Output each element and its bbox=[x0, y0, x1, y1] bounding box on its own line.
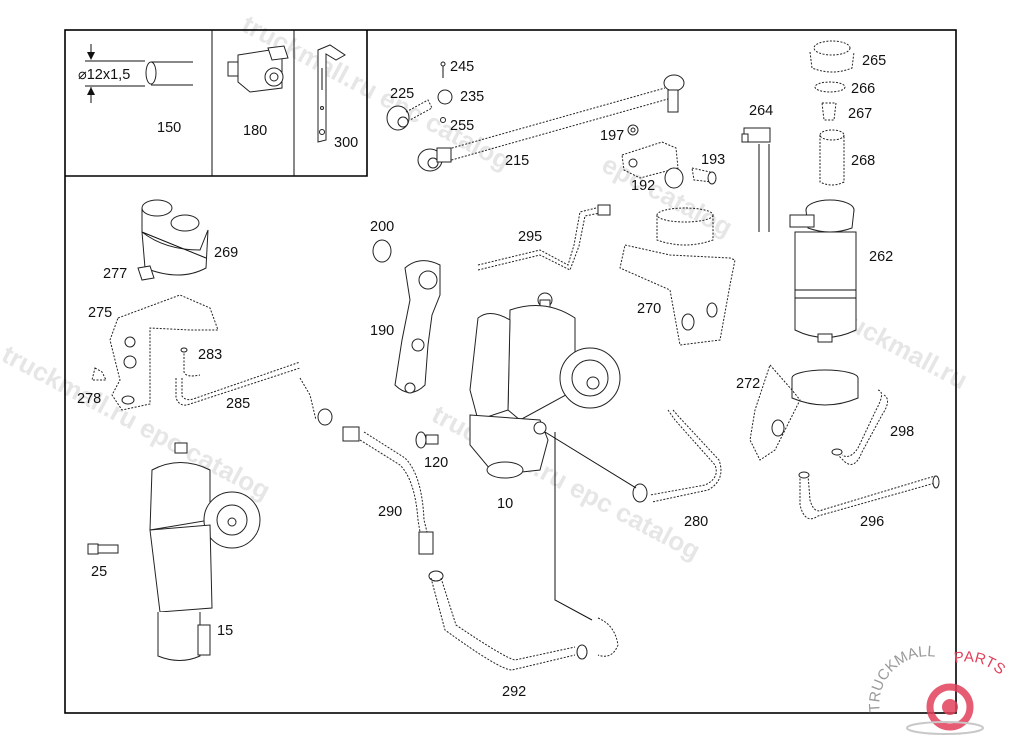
part-275-bracket[interactable]: 275 bbox=[88, 294, 219, 411]
part-255-washer[interactable]: 255 bbox=[440, 117, 475, 135]
part-label-267[interactable]: 267 bbox=[848, 106, 872, 122]
part-label-290[interactable]: 290 bbox=[378, 504, 402, 520]
part-label-295[interactable]: 295 bbox=[518, 229, 542, 245]
part-25-fitting[interactable]: 25 bbox=[87, 543, 119, 580]
part-label-255[interactable]: 255 bbox=[450, 118, 474, 134]
part-15-steering-gear[interactable]: 15 bbox=[149, 442, 261, 661]
part-225-ball-joint[interactable]: 225 bbox=[386, 86, 433, 131]
part-278-clamp[interactable]: 278 bbox=[77, 367, 107, 407]
part-235-nut[interactable]: 235 bbox=[437, 89, 484, 105]
part-296-hose[interactable]: 296 bbox=[798, 471, 940, 530]
part-label-197[interactable]: 197 bbox=[600, 128, 624, 144]
part-200-nut[interactable]: 200 bbox=[370, 219, 394, 263]
part-280-pipe[interactable]: 280 bbox=[544, 409, 722, 530]
part-label-264[interactable]: 264 bbox=[749, 103, 773, 119]
part-215-tie-rod[interactable]: 215 bbox=[417, 74, 685, 172]
diagram-frame bbox=[64, 29, 957, 714]
part-label-280[interactable]: 280 bbox=[684, 514, 708, 530]
part-label-268[interactable]: 268 bbox=[851, 153, 875, 169]
part-label-25[interactable]: 25 bbox=[91, 564, 107, 580]
part-label-285[interactable]: 285 bbox=[226, 396, 250, 412]
part-label-283[interactable]: 283 bbox=[198, 347, 222, 363]
part-label-225[interactable]: 225 bbox=[390, 86, 414, 102]
part-192-arm[interactable]: 192 bbox=[621, 141, 684, 194]
truckmall-parts-logo: TRUCKMALL PARTS bbox=[866, 643, 1008, 735]
part-label-193[interactable]: 193 bbox=[701, 152, 725, 168]
part-245-pin[interactable]: 245 bbox=[440, 59, 474, 78]
watermark: truckmall.ru epc catalog bbox=[0, 339, 275, 506]
part-262-reservoir[interactable]: 262 bbox=[789, 199, 893, 343]
logo-text-parts: PARTS bbox=[953, 648, 1008, 678]
part-label-190[interactable]: 190 bbox=[370, 323, 394, 339]
part-193-bolt[interactable]: 193 bbox=[691, 152, 725, 185]
watermark: truckmall.ru epc catalog bbox=[427, 399, 705, 566]
part-120-bolt[interactable]: 120 bbox=[415, 431, 448, 471]
part-197-nut[interactable]: 197 bbox=[600, 124, 639, 144]
part-label-262[interactable]: 262 bbox=[869, 249, 893, 265]
gear-icon bbox=[906, 683, 984, 735]
part-label-150[interactable]: 150 bbox=[157, 120, 181, 136]
part-label-278[interactable]: 278 bbox=[77, 391, 101, 407]
part-label-296[interactable]: 296 bbox=[860, 514, 884, 530]
part-295-pipe[interactable]: 295 bbox=[477, 204, 611, 271]
part-label-275[interactable]: 275 bbox=[88, 305, 112, 321]
part-label-265[interactable]: 265 bbox=[862, 53, 886, 69]
part-label-245[interactable]: 245 bbox=[450, 59, 474, 75]
part-277-clip[interactable]: 277 bbox=[103, 265, 155, 282]
part-label-180[interactable]: 180 bbox=[243, 123, 267, 139]
part-283-hose[interactable]: 283 bbox=[180, 347, 222, 377]
part-180-fitting[interactable]: 180 bbox=[227, 45, 289, 139]
part-270-bracket[interactable]: 270 bbox=[619, 207, 736, 346]
part-290-hose[interactable]: 290 bbox=[299, 377, 434, 555]
header-cells bbox=[65, 30, 368, 177]
part-300-bracket[interactable]: 300 bbox=[317, 44, 358, 151]
part-267-spring[interactable]: 267 bbox=[821, 102, 872, 122]
part-label-215[interactable]: 215 bbox=[505, 153, 529, 169]
part-label-269[interactable]: 269 bbox=[214, 245, 238, 261]
part-268-filter[interactable]: 268 bbox=[819, 129, 875, 186]
part-label-270[interactable]: 270 bbox=[637, 301, 661, 317]
part-264-sensor[interactable]: 264 bbox=[741, 103, 773, 232]
part-label-200[interactable]: 200 bbox=[370, 219, 394, 235]
part-label-277[interactable]: 277 bbox=[103, 266, 127, 282]
logo-text-truckmall: TRUCKMALL bbox=[866, 643, 936, 713]
part-150-pipe[interactable]: ⌀12x1,5 150 bbox=[78, 44, 193, 136]
part-label-10[interactable]: 10 bbox=[497, 496, 513, 512]
part-label-292[interactable]: 292 bbox=[502, 684, 526, 700]
part-10-steering-gear[interactable]: 10 bbox=[469, 292, 621, 512]
part-label-298[interactable]: 298 bbox=[890, 424, 914, 440]
part-label-272[interactable]: 272 bbox=[736, 376, 760, 392]
part-285-hose[interactable]: 285 bbox=[175, 361, 301, 412]
part-label-266[interactable]: 266 bbox=[851, 81, 875, 97]
part-266-seal[interactable]: 266 bbox=[814, 81, 875, 97]
part-272-bracket[interactable]: 272 bbox=[736, 364, 859, 461]
part-265-cap[interactable]: 265 bbox=[809, 40, 886, 73]
part-190-pitman-arm[interactable]: 190 bbox=[370, 260, 441, 394]
part-label-235[interactable]: 235 bbox=[460, 89, 484, 105]
dimension-label: ⌀12x1,5 bbox=[78, 67, 130, 83]
part-label-120[interactable]: 120 bbox=[424, 455, 448, 471]
part-292-pipe[interactable]: 292 bbox=[428, 432, 619, 700]
part-label-15[interactable]: 15 bbox=[217, 623, 233, 639]
part-label-300[interactable]: 300 bbox=[334, 135, 358, 151]
part-label-192[interactable]: 192 bbox=[631, 178, 655, 194]
part-269-reservoir[interactable]: 269 bbox=[141, 199, 238, 276]
part-298-hose[interactable]: 298 bbox=[831, 389, 914, 465]
